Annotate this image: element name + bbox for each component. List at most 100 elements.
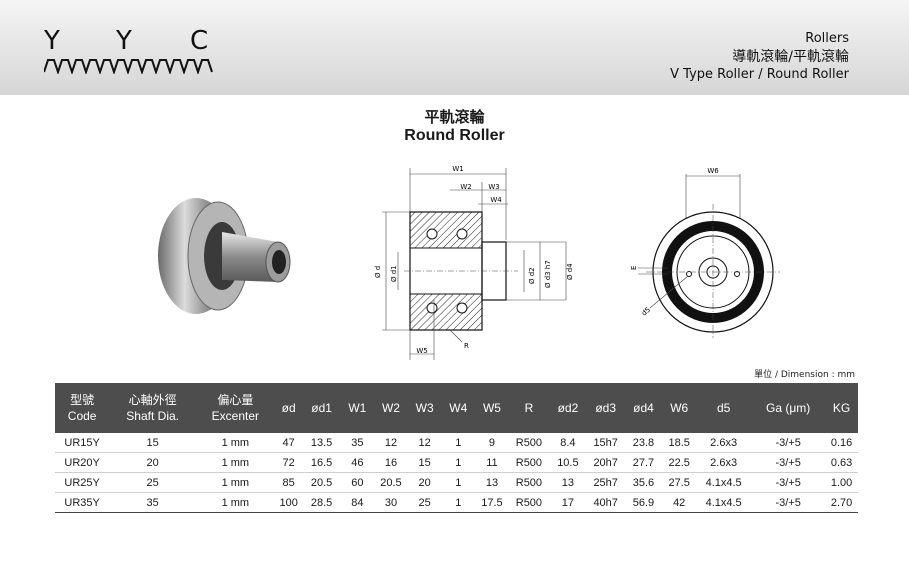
table-cell: 1 mm — [196, 492, 275, 513]
logo-rack-icon — [44, 59, 213, 74]
table-cell: 20 — [109, 452, 197, 473]
column-header-line1: ød4 — [633, 401, 654, 415]
table-cell: 13 — [475, 472, 509, 493]
table-cell: R500 — [508, 492, 550, 513]
column-header: W2 — [374, 383, 408, 433]
header-line-rollers: Rollers — [805, 31, 849, 46]
table-cell: 12 — [407, 433, 442, 453]
side-section-drawing: W1 W2 W3 W4 Ø d Ø d1 Ø d2 Ø d3 h7 Ø d4 W… — [374, 165, 574, 360]
column-header-line1: ød3 — [595, 401, 617, 415]
table-cell: 30 — [374, 492, 408, 513]
table-cell: 1.00 — [825, 472, 858, 493]
table-cell: R500 — [508, 472, 550, 493]
table-cell: 20 — [407, 472, 442, 493]
table-cell: -3/+5 — [751, 452, 826, 473]
table-cell: 46 — [340, 452, 375, 473]
dim-w3: W3 — [488, 183, 499, 191]
table-cell: 1 mm — [196, 452, 275, 473]
column-header-line1: W5 — [482, 401, 501, 415]
page-header: Y Y C Rollers 導軌滾輪/平軌滾輪 V Type Roller / … — [0, 0, 909, 95]
dimension-unit-label: 單位 / Dimension : mm — [754, 370, 855, 380]
table-cell: 85 — [274, 472, 303, 493]
dim-d3: Ø d3 h7 — [544, 260, 552, 288]
table-cell: 35.6 — [624, 472, 663, 493]
roller-photo — [158, 198, 291, 314]
table-cell: 11 — [475, 452, 509, 473]
column-header-line1: ød2 — [557, 401, 579, 415]
table-cell: 42 — [662, 492, 697, 513]
product-title-en: Round Roller — [404, 127, 505, 144]
table-cell: R500 — [508, 433, 550, 453]
column-header: W3 — [407, 383, 442, 433]
column-header-line1: W2 — [381, 401, 400, 415]
table-cell: 47 — [274, 433, 303, 453]
front-view-drawing: W6 E d5 — [630, 167, 780, 338]
table-cell: 17 — [549, 492, 587, 513]
table-cell: 23.8 — [624, 433, 663, 453]
column-header: ød3 — [586, 383, 625, 433]
header-titles: Rollers 導軌滾輪/平軌滾輪 V Type Roller / Round … — [670, 30, 849, 84]
column-header: W5 — [475, 383, 509, 433]
dim-d: Ø d — [374, 266, 382, 278]
dim-e: E — [630, 266, 638, 270]
table-cell: UR35Y — [55, 492, 110, 513]
table-cell: 1 — [441, 452, 476, 473]
table-cell: 9 — [475, 433, 509, 453]
table-cell: 28.5 — [302, 492, 341, 513]
table-cell: 2.6x3 — [696, 452, 752, 473]
table-cell: 100 — [274, 492, 303, 513]
column-header-line1: R — [524, 401, 534, 415]
column-header: KG — [825, 383, 858, 433]
table-cell: UR25Y — [55, 472, 110, 493]
column-header: Ga (μm) — [751, 383, 826, 433]
table-cell: 1 mm — [196, 472, 275, 493]
table-cell: 1 mm — [196, 433, 275, 453]
table-cell: 25h7 — [586, 472, 625, 493]
table-cell: 17.5 — [475, 492, 509, 513]
header-line-zh: 導軌滾輪/平軌滾輪 — [732, 49, 849, 65]
column-header: ød1 — [302, 383, 341, 433]
table-cell: 2.6x3 — [696, 433, 752, 453]
column-header-line2: Code — [67, 409, 97, 423]
dim-d1: Ø d1 — [390, 265, 398, 282]
table-cell: 13 — [549, 472, 587, 493]
column-header-line1: 偏心量 — [217, 393, 254, 407]
column-header-line1: 型號 — [70, 393, 95, 407]
table-cell: 20.5 — [302, 472, 341, 493]
table-cell: 35 — [109, 492, 197, 513]
column-header-line1: 心軸外徑 — [128, 393, 177, 407]
dim-d4: Ø d4 — [566, 263, 574, 280]
dim-w2: W2 — [460, 183, 471, 191]
table-cell: 12 — [374, 433, 408, 453]
table-cell: 2.70 — [825, 492, 858, 513]
table-cell: 16 — [374, 452, 408, 473]
column-header: R — [508, 383, 550, 433]
table-cell: 15h7 — [586, 433, 625, 453]
table-cell: 84 — [340, 492, 375, 513]
table-cell: 40h7 — [586, 492, 625, 513]
column-header-line1: KG — [832, 401, 851, 415]
table-cell: 22.5 — [662, 452, 697, 473]
table-cell: -3/+5 — [751, 433, 826, 453]
dim-w6: W6 — [707, 167, 719, 175]
product-title-zh: 平軌滾輪 — [424, 108, 485, 126]
table-cell: 25 — [407, 492, 442, 513]
column-header-line1: W6 — [670, 401, 689, 415]
header-line-types: V Type Roller / Round Roller — [670, 67, 849, 82]
table-cell: -3/+5 — [751, 492, 826, 513]
logo-letter: C — [190, 26, 209, 56]
table-cell: 25 — [109, 472, 197, 493]
table-cell: 15 — [109, 433, 197, 453]
table-cell: 56.9 — [624, 492, 663, 513]
table-cell: 16.5 — [302, 452, 341, 473]
dim-w4: W4 — [490, 196, 502, 204]
column-header: ød4 — [624, 383, 663, 433]
logo-letter: Y — [44, 26, 60, 56]
